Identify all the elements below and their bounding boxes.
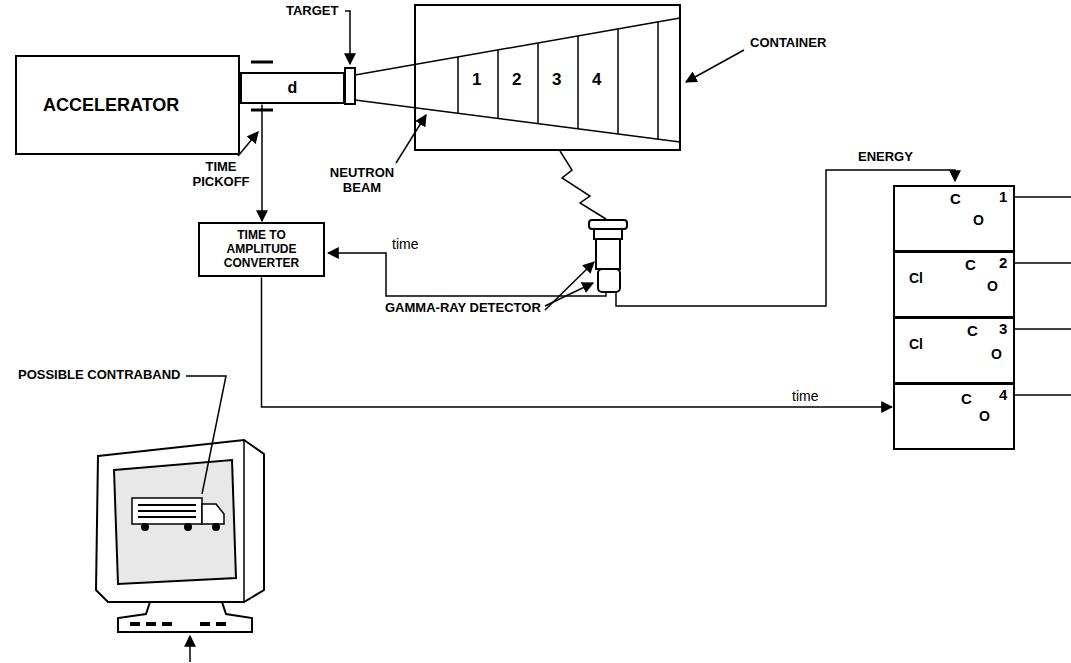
detector-body (596, 239, 620, 269)
pickoff-leader (238, 132, 258, 156)
drift-tube: d (240, 72, 345, 104)
spectrum-box: C 4O (893, 383, 1015, 450)
callout-number: 3 (552, 70, 561, 90)
monitor-input-arrow (189, 636, 191, 662)
part-label: CONTAINER (750, 36, 826, 51)
part-label: GAMMA-RAY DETECTOR (385, 301, 541, 316)
container-leader (686, 50, 744, 82)
wheel (141, 523, 149, 531)
output-lines (1015, 197, 1071, 395)
button (130, 622, 140, 626)
output-line (1015, 262, 1071, 264)
node-text: d (288, 79, 298, 97)
element-label: 3 (999, 321, 1007, 338)
element-label: 4 (999, 387, 1007, 404)
output-line (1015, 196, 1071, 198)
target (345, 68, 355, 104)
monitor-stand (118, 602, 252, 632)
detector-leader (545, 262, 594, 310)
monitor-body (96, 440, 264, 602)
truck-cab (202, 504, 224, 524)
button (200, 622, 210, 626)
element-label: C (965, 257, 976, 274)
stand-buttons (130, 622, 226, 626)
element-label: 1 (999, 189, 1007, 206)
element-label: Cl (909, 271, 923, 286)
element-label: O (987, 279, 998, 294)
spectrum-box: C 1O (893, 185, 1015, 252)
signal-label: time (392, 236, 418, 252)
element-label: C (950, 191, 961, 208)
button (162, 622, 172, 626)
beam-leader (396, 115, 426, 163)
element-label: C (961, 391, 972, 408)
slice-line (537, 43, 539, 124)
converter-box: TIME TO AMPLITUDE CONVERTER (198, 222, 325, 277)
slice-line (497, 50, 499, 118)
wheel (184, 523, 192, 531)
monitor-screen (114, 460, 236, 584)
part-label: TARGET (286, 4, 338, 19)
output-line (1015, 394, 1071, 396)
element-label: O (979, 409, 990, 424)
monitor-edge (243, 440, 245, 602)
callout-number: 2 (512, 70, 521, 90)
signal-connector (261, 104, 263, 221)
beam-edge (355, 18, 680, 75)
stripe (138, 504, 196, 506)
signal-connector (262, 277, 893, 407)
detector-neck (594, 229, 622, 239)
slice-line (457, 57, 459, 113)
element-label: C (967, 323, 978, 340)
wheel (212, 523, 220, 531)
container-slices (458, 22, 658, 139)
contraband-stripes (138, 505, 196, 517)
part-label: NEUTRON BEAM (322, 166, 402, 196)
truck-image (132, 498, 224, 531)
slice-line (617, 29, 619, 134)
gamma-ray-detector (589, 220, 627, 292)
contraband-leader (186, 376, 226, 494)
node-text: TIME TO AMPLITUDE CONVERTER (206, 229, 317, 270)
element-label: Cl (909, 337, 923, 352)
part-label: TIME PICKOFF (188, 160, 254, 190)
slice-line (657, 22, 659, 139)
button (146, 622, 156, 626)
element-label: O (973, 213, 984, 228)
spectrum-box: Cl C 3O (893, 317, 1015, 384)
truck-cargo (132, 498, 202, 524)
spectrum-box: Cl C 2O (893, 251, 1015, 318)
time-wire (328, 253, 606, 296)
stripe (138, 516, 196, 518)
beam-edge (355, 100, 680, 142)
button (216, 622, 226, 626)
node-text: ACCELERATOR (43, 95, 179, 116)
element-label: O (991, 347, 1002, 362)
output-line (1015, 328, 1071, 330)
signal-label: time (792, 388, 818, 404)
pickoff-bar (251, 61, 273, 64)
container-box (415, 5, 680, 150)
slice-line (577, 36, 579, 129)
target-leader (345, 11, 350, 64)
callout-number: 4 (592, 70, 601, 90)
element-label: 2 (999, 255, 1007, 272)
detector-cap (589, 220, 627, 229)
accelerator-box: ACCELERATOR (15, 55, 240, 155)
monitor (96, 440, 264, 632)
detector-base (598, 269, 620, 292)
stripe (138, 510, 196, 512)
gamma-ray-zigzag (560, 151, 606, 219)
callout-number: 1 (472, 70, 481, 90)
signal-label: ENERGY (858, 150, 913, 165)
part-label: POSSIBLE CONTRABAND (18, 368, 181, 383)
